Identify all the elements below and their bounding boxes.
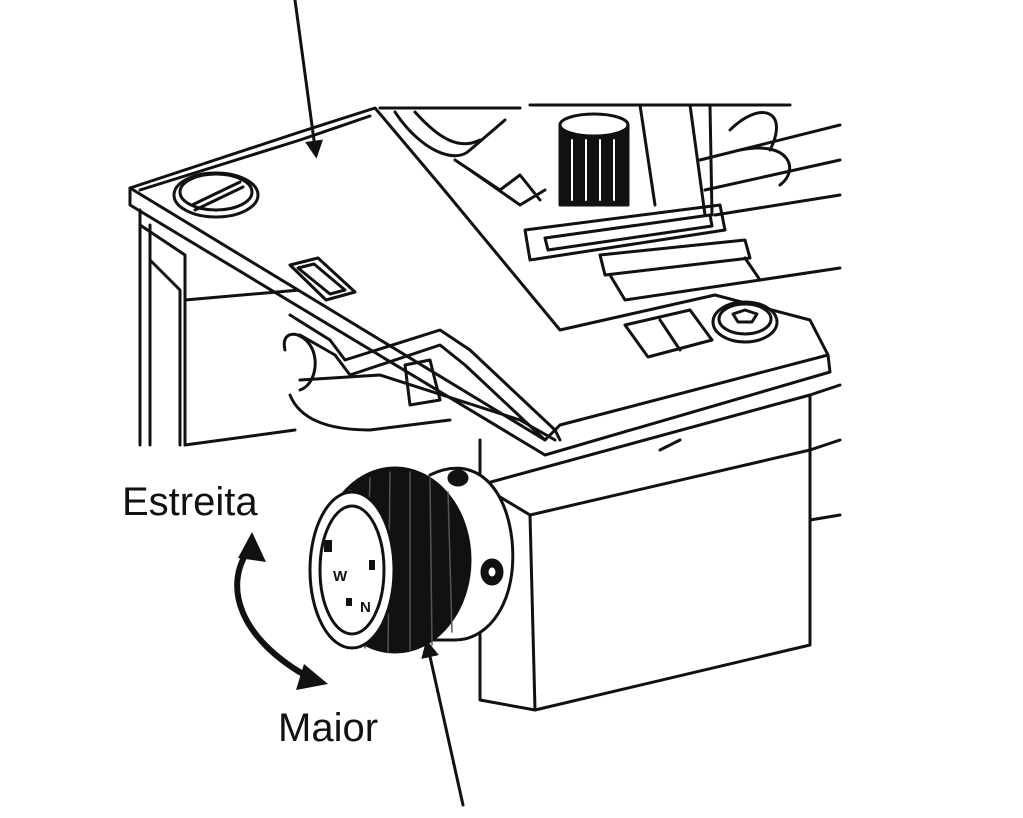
needle-clamp xyxy=(558,112,630,207)
curved-double-arrow-icon xyxy=(234,532,328,690)
width-lever xyxy=(282,332,557,442)
needle-plate xyxy=(128,106,832,457)
plate-screw-right xyxy=(711,300,779,344)
stitch-width-knob[interactable] xyxy=(308,466,515,654)
wide-label: Maior xyxy=(278,706,379,750)
dial-mark-w: W xyxy=(333,568,348,585)
plate-screw-left xyxy=(172,171,260,219)
dial-mark-n: N xyxy=(360,599,371,616)
presser-foot-assembly xyxy=(378,103,842,302)
dial-housing xyxy=(478,383,842,712)
narrow-label: Estreita xyxy=(122,480,258,524)
arrow-down-icon xyxy=(293,0,323,159)
left-frame xyxy=(138,208,302,447)
arrow-up-icon xyxy=(421,639,465,807)
